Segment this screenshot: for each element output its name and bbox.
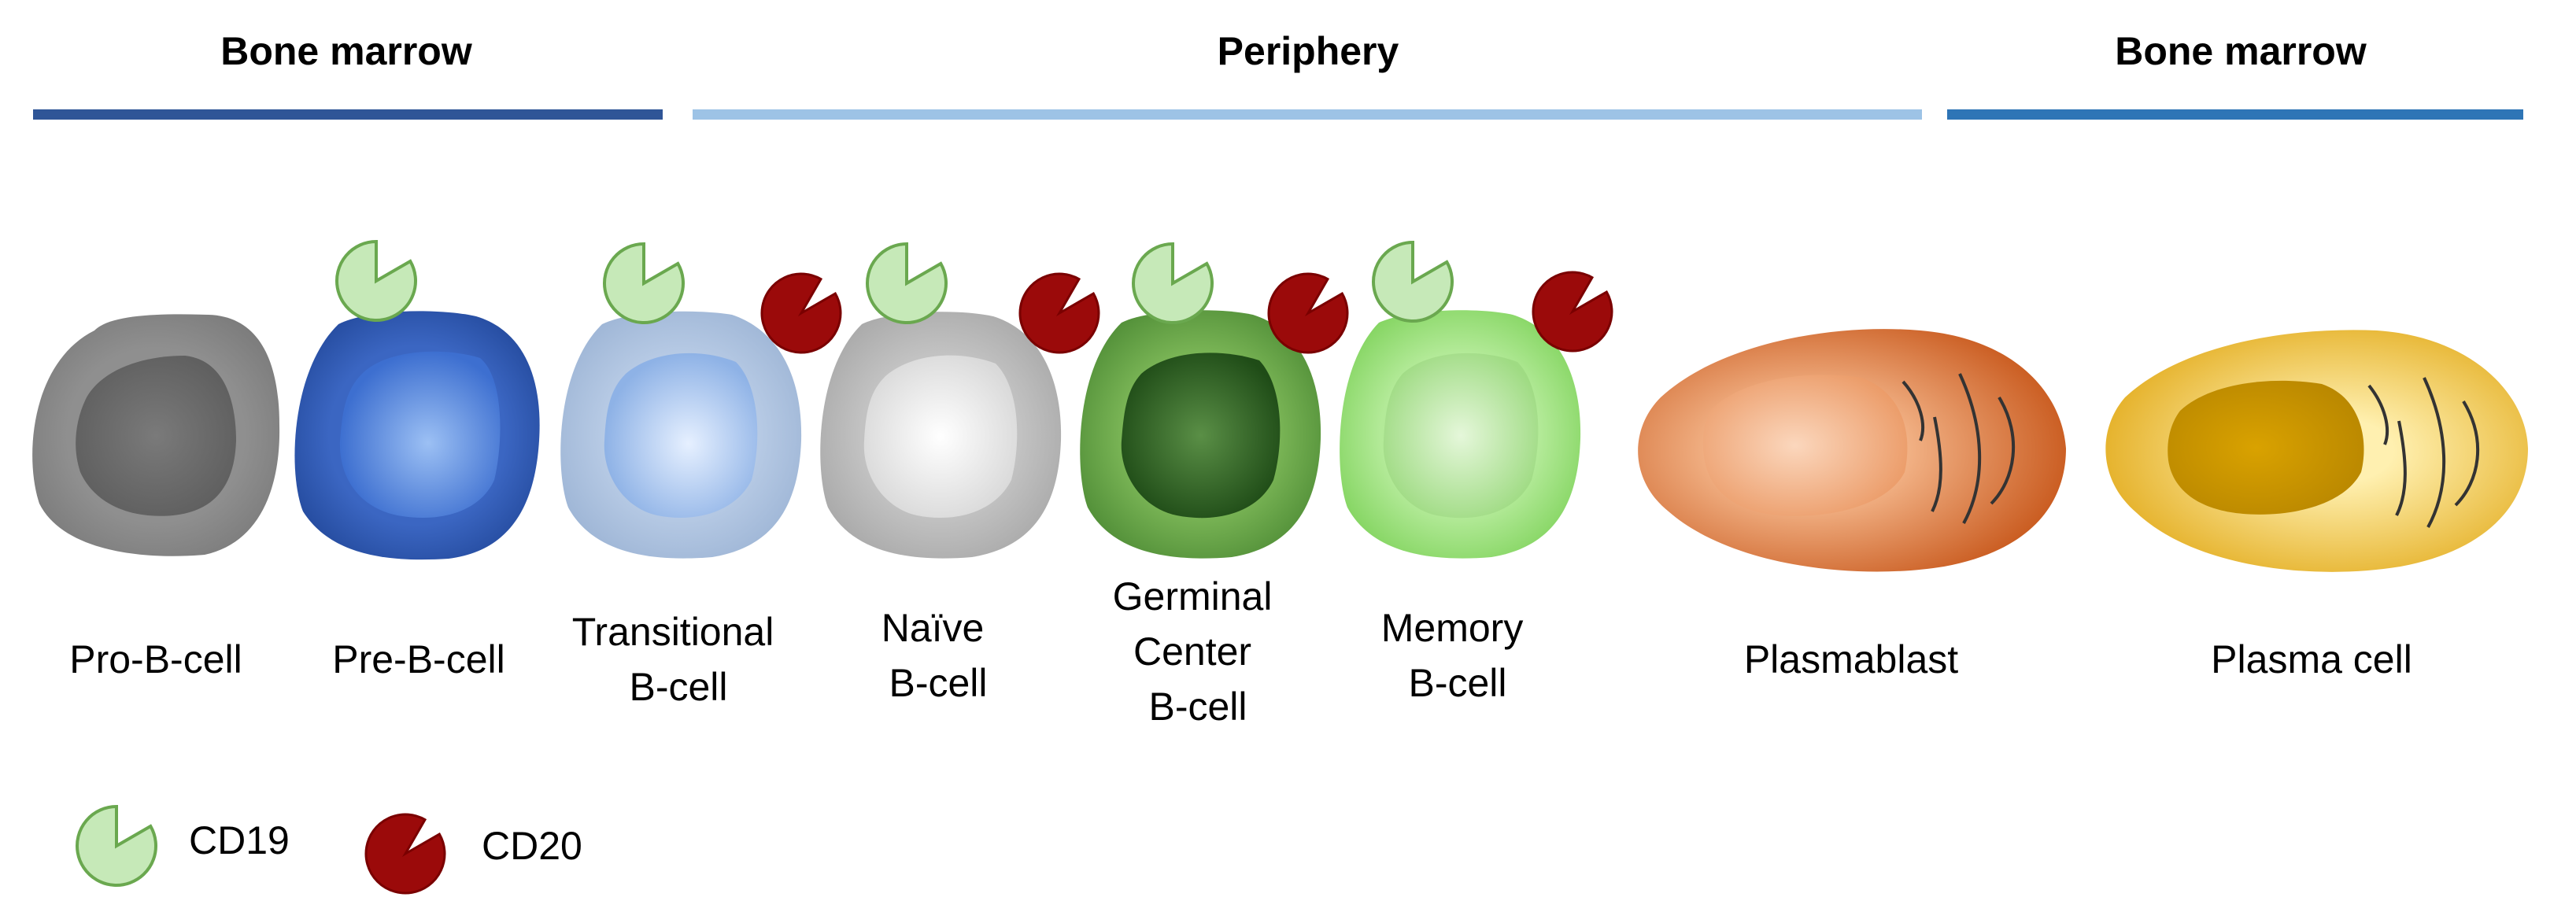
region-title-bone-marrow-left: Bone marrow [220,29,472,73]
cell-label: Memory B-cell [1381,606,1534,705]
cd19-marker-icon [866,242,948,324]
legend-item-cd19: CD19 [76,804,290,887]
region-title-periphery: Periphery [1218,29,1399,73]
cell-label: Plasmablast [1744,637,1958,681]
cell-nucleus [1121,353,1281,519]
region-header: Bone marrow Periphery Bone marrow [33,29,2523,120]
cd20-marker-icon [364,813,446,895]
cd19-marker-icon [1132,242,1214,324]
cd19-marker-icon [76,804,157,887]
legend-item-cd20: CD20 [364,813,582,895]
cd20-marker-icon [1267,272,1349,354]
cell-nucleus [604,353,758,518]
cell-label: Pro-B-cell [69,637,242,681]
cd20-marker-icon [1018,272,1100,354]
cell-nucleus [76,356,236,516]
cell-plasmablast: Plasmablast [1638,329,2066,681]
cell-pro-b-cell: Pro-B-cell [32,314,280,681]
region-title-bone-marrow-right: Bone marrow [2115,29,2367,73]
cell-nucleus [339,351,501,518]
cell-germinal-center-b-cell: Germinal Center B-cell [1080,242,1349,729]
cell-transitional-b-cell: Transitional B-cell [560,242,842,709]
region-bar-bone-marrow-right [1947,109,2523,120]
cell-plasma-cell: Plasma cell [2105,330,2528,681]
cell-nucleus [863,355,1018,518]
cell-naive-b-cell: Naïve B-cell [820,242,1100,705]
legend: CD19 CD20 [76,804,582,895]
cell-nucleus [2168,380,2364,515]
legend-label: CD19 [189,818,290,862]
cd19-marker-icon [335,239,417,322]
region-bar-periphery [693,109,1922,120]
legend-label: CD20 [482,824,582,868]
rough-er-lines [2367,377,2480,528]
cell-label: Transitional B-cell [572,610,785,709]
cell-memory-b-cell: Memory B-cell [1340,240,1613,705]
cell-label: Germinal Center B-cell [1113,574,1284,729]
cd20-marker-icon [1532,271,1613,353]
cd19-marker-icon [1372,240,1454,323]
region-bar-bone-marrow-left [33,109,663,120]
cd20-marker-icon [760,272,842,354]
rough-er-lines [1902,373,2016,524]
cell-label: Plasma cell [2211,637,2412,681]
cd19-marker-icon [603,242,685,324]
cell-nucleus [1702,375,1908,516]
cell-label: Naïve B-cell [881,606,996,705]
cell-label: Pre-B-cell [332,637,504,681]
cell-pre-b-cell: Pre-B-cell [294,239,540,681]
cell-nucleus [1383,353,1539,519]
